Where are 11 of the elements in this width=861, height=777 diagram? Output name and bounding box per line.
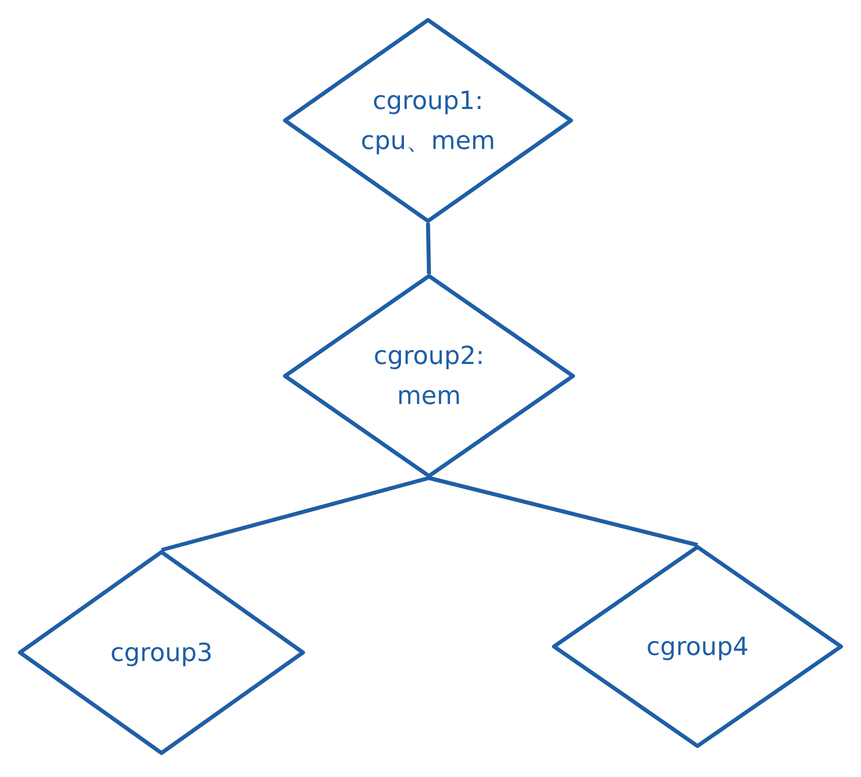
node-label: cgroup3	[109, 636, 214, 668]
node-label: cgroup4	[645, 630, 750, 662]
decision-diamond	[283, 274, 575, 478]
decision-diamond	[18, 550, 305, 755]
node-label: cgroup1: cpu、mem	[360, 84, 496, 156]
node-label: cgroup2: mem	[372, 340, 486, 412]
connector-line	[426, 222, 431, 274]
decision-diamond	[552, 545, 843, 748]
connector-line	[428, 476, 698, 547]
connector-line	[160, 476, 430, 552]
decision-diamond	[283, 18, 573, 223]
